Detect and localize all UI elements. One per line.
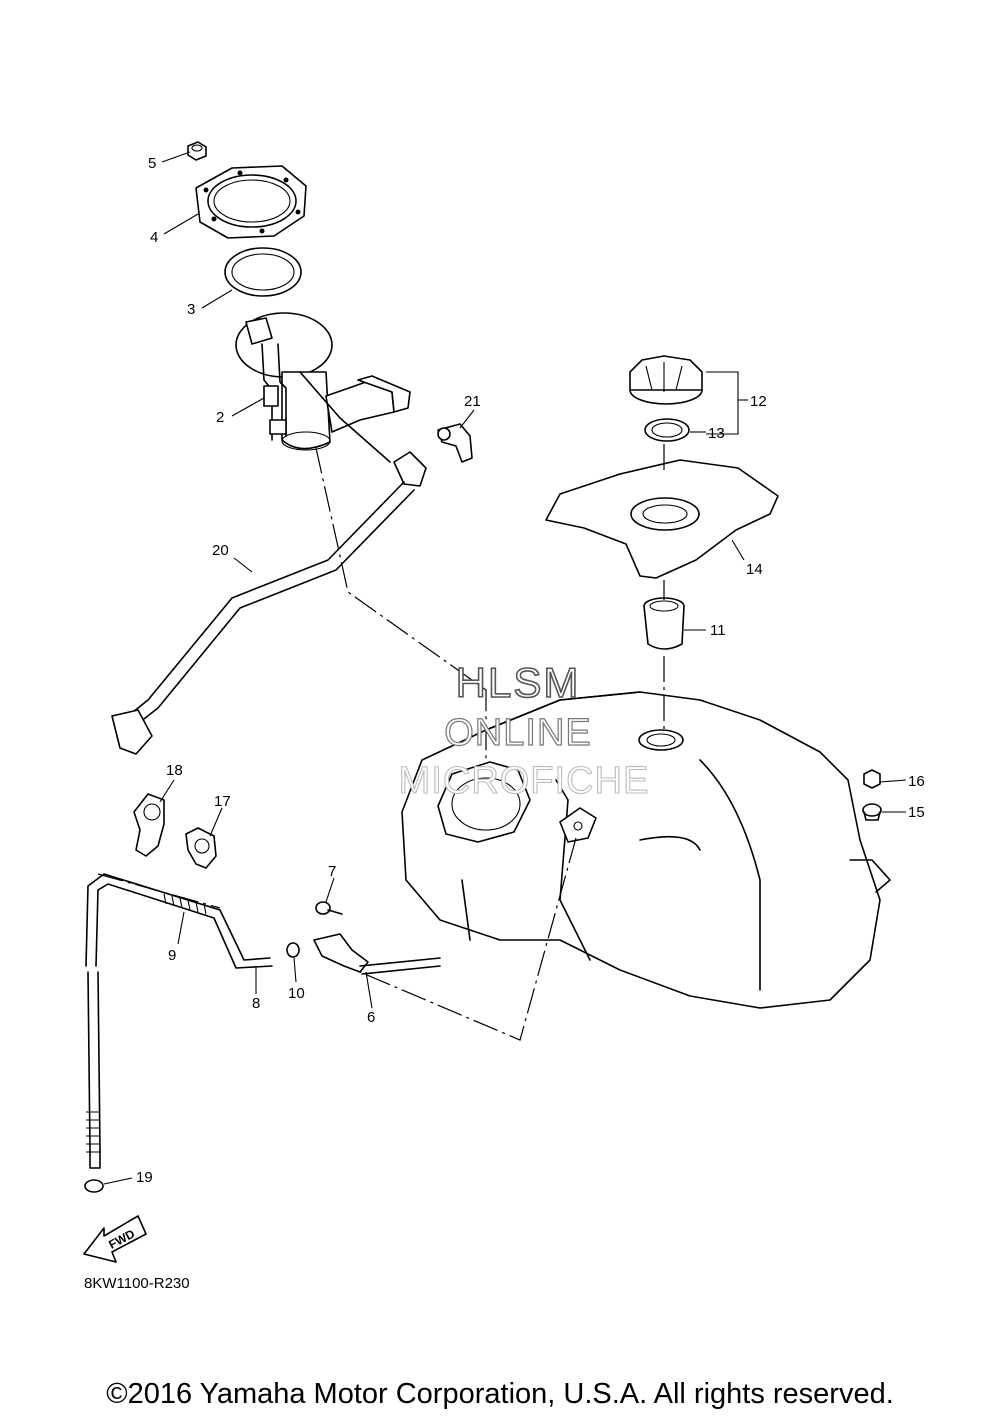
part-21-clip xyxy=(437,423,473,463)
part-4-retainer-plate xyxy=(195,165,307,239)
callout-11: 11 xyxy=(710,622,726,639)
fwd-arrow: FWD xyxy=(83,1215,147,1263)
callout-14: 14 xyxy=(746,561,763,578)
part-1-fuel-tank xyxy=(401,691,891,1009)
part-13-cap-gasket xyxy=(644,418,690,442)
part-10-clip xyxy=(286,942,300,958)
part-3-gasket xyxy=(224,247,302,297)
part-12-fuel-cap xyxy=(629,355,703,405)
part-2-fuel-pump xyxy=(235,312,411,463)
callout-labels: 5 4 3 2 21 12 13 14 11 20 16 15 18 17 9 … xyxy=(136,155,925,1186)
part-7-screw xyxy=(315,901,343,915)
callout-9: 9 xyxy=(168,947,176,964)
watermark-line-1: HLSM xyxy=(456,659,581,706)
callout-19: 19 xyxy=(136,1169,153,1186)
callout-12: 12 xyxy=(750,393,767,410)
callout-10: 10 xyxy=(288,985,305,1002)
part-6-fuel-cock xyxy=(313,933,441,975)
callout-8: 8 xyxy=(252,995,260,1012)
part-5-nut xyxy=(187,141,207,161)
callout-5: 5 xyxy=(148,155,156,172)
watermark-line-2: ONLINE xyxy=(444,712,591,754)
part-18-clamp xyxy=(133,793,165,857)
part-16-bolt xyxy=(863,769,881,789)
callout-13: 13 xyxy=(708,425,725,442)
part-11-filler-collar xyxy=(643,597,685,650)
callout-7: 7 xyxy=(328,863,336,880)
callout-6: 6 xyxy=(367,1009,375,1026)
callout-3: 3 xyxy=(187,301,195,318)
callout-20: 20 xyxy=(212,542,229,559)
leader-lines xyxy=(103,151,907,1185)
part-17-clamp xyxy=(185,827,217,869)
part-20-fuel-hose xyxy=(111,451,427,755)
copyright-notice: ©2016 Yamaha Motor Corporation, U.S.A. A… xyxy=(106,1378,894,1410)
callout-17: 17 xyxy=(214,793,231,810)
callout-16: 16 xyxy=(908,773,925,790)
watermark: HLSM ONLINE MICROFICHE xyxy=(398,658,650,802)
assembly-lines xyxy=(97,444,665,1041)
callout-15: 15 xyxy=(908,804,925,821)
part-9-hose-protector xyxy=(86,893,207,1153)
callout-4: 4 xyxy=(150,229,158,246)
part-15-damper xyxy=(862,803,882,821)
callout-2: 2 xyxy=(216,409,224,426)
diagram-part-number: 8KW1100-R230 xyxy=(84,1275,190,1292)
part-19-hose-clip xyxy=(84,1149,104,1193)
part-14-tank-cover xyxy=(545,459,779,579)
callout-21: 21 xyxy=(464,393,481,410)
watermark-line-3: MICROFICHE xyxy=(399,760,650,802)
part-8-breather-hose xyxy=(85,873,273,1151)
callout-18: 18 xyxy=(166,762,183,779)
